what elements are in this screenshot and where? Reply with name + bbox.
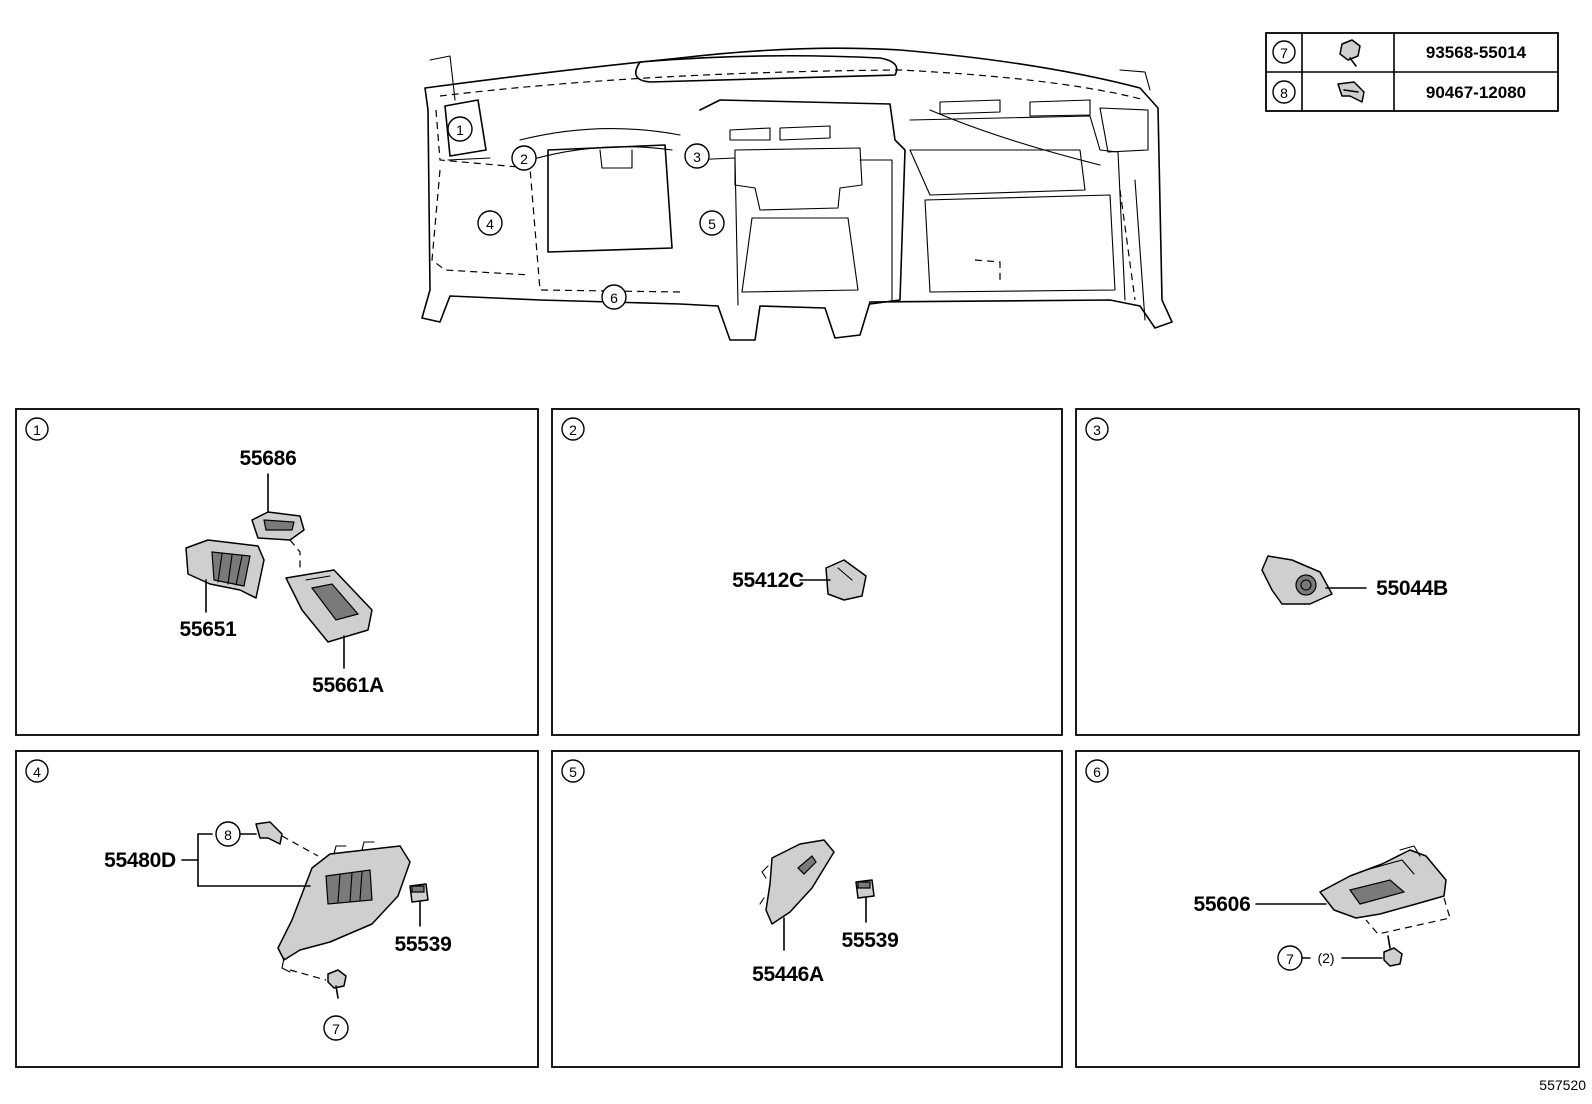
part-55539-a: 55539 <box>395 883 452 956</box>
panel-2: 2 55412C <box>551 408 1063 736</box>
panel-6: 6 55606 7 (2) <box>1075 750 1580 1068</box>
callout-2: 2 <box>511 145 537 171</box>
callout-4: 4 <box>477 210 503 236</box>
callout-3: 3 <box>684 143 710 169</box>
panel-number: 2 <box>569 422 577 438</box>
callout-label: 2 <box>520 151 528 167</box>
part-55686: 55686 <box>240 447 305 541</box>
part-55044B: 55044B <box>1261 555 1448 605</box>
callout-label: 4 <box>486 216 494 232</box>
part-55539-b: 55539 <box>842 879 899 952</box>
part-55480D: 55480D <box>104 833 411 973</box>
clip-icon <box>1337 81 1365 103</box>
part-number-label: 55412C <box>732 569 804 592</box>
fastener-row-8: 8 90467-12080 <box>1272 80 1526 104</box>
part-number-label: 55686 <box>240 447 297 470</box>
panel-number: 5 <box>569 764 577 780</box>
part-number-label: 55539 <box>395 933 452 956</box>
fastener-ref-7-qty: 7 (2) <box>1277 935 1403 971</box>
callout-1: 1 <box>447 116 473 142</box>
panel-1: 1 55686 55651 55661A <box>15 408 539 736</box>
panel-5: 5 55446A 55539 <box>551 750 1063 1068</box>
fastener-ref-7: 7 <box>289 969 349 1041</box>
part-number-label: 55446A <box>752 963 824 986</box>
part-number-label: 55044B <box>1376 577 1448 600</box>
fastener-part-number: 93568-55014 <box>1426 43 1527 62</box>
part-55606: 55606 <box>1194 845 1451 935</box>
callout-label: 3 <box>693 149 701 165</box>
callout-label: 7 <box>1286 951 1294 967</box>
callout-label: 8 <box>224 827 232 843</box>
panel-4: 4 55480D 8 55539 <box>15 750 539 1068</box>
part-number-label: 55480D <box>104 849 176 872</box>
part-number-label: 55651 <box>180 618 238 641</box>
panel-number: 1 <box>33 422 41 438</box>
callout-5: 5 <box>699 210 725 236</box>
part-55446A: 55446A <box>752 839 835 986</box>
bolt-icon <box>1339 39 1361 67</box>
part-number-label: 55661A <box>312 674 384 697</box>
fastener-row-7: 7 93568-55014 <box>1272 39 1527 67</box>
quantity-label: (2) <box>1317 950 1334 966</box>
callout-label: 6 <box>610 290 618 306</box>
fastener-ref-8: 8 <box>215 821 319 857</box>
panel-number: 3 <box>1093 422 1101 438</box>
panel-3: 3 55044B <box>1075 408 1580 736</box>
panel-number: 6 <box>1093 764 1101 780</box>
callout-6: 6 <box>601 284 627 310</box>
fastener-ref: 8 <box>1280 85 1288 101</box>
fastener-part-number: 90467-12080 <box>1426 83 1526 102</box>
panel-number: 4 <box>33 764 41 780</box>
fastener-ref: 7 <box>1280 45 1288 61</box>
callout-label: 7 <box>332 1021 340 1037</box>
part-55412C: 55412C <box>732 559 867 601</box>
part-number-label: 55606 <box>1194 893 1251 916</box>
diagram-id: 557520 <box>1539 1077 1586 1093</box>
fastener-table: 7 93568-55014 8 90467-12080 <box>1265 32 1559 112</box>
dashboard-overview: 1 2 3 4 5 6 <box>421 47 1173 341</box>
part-55651: 55651 <box>180 539 265 641</box>
callout-label: 1 <box>456 122 464 138</box>
callout-label: 5 <box>708 216 716 232</box>
part-number-label: 55539 <box>842 929 899 952</box>
part-55661A: 55661A <box>285 569 384 697</box>
